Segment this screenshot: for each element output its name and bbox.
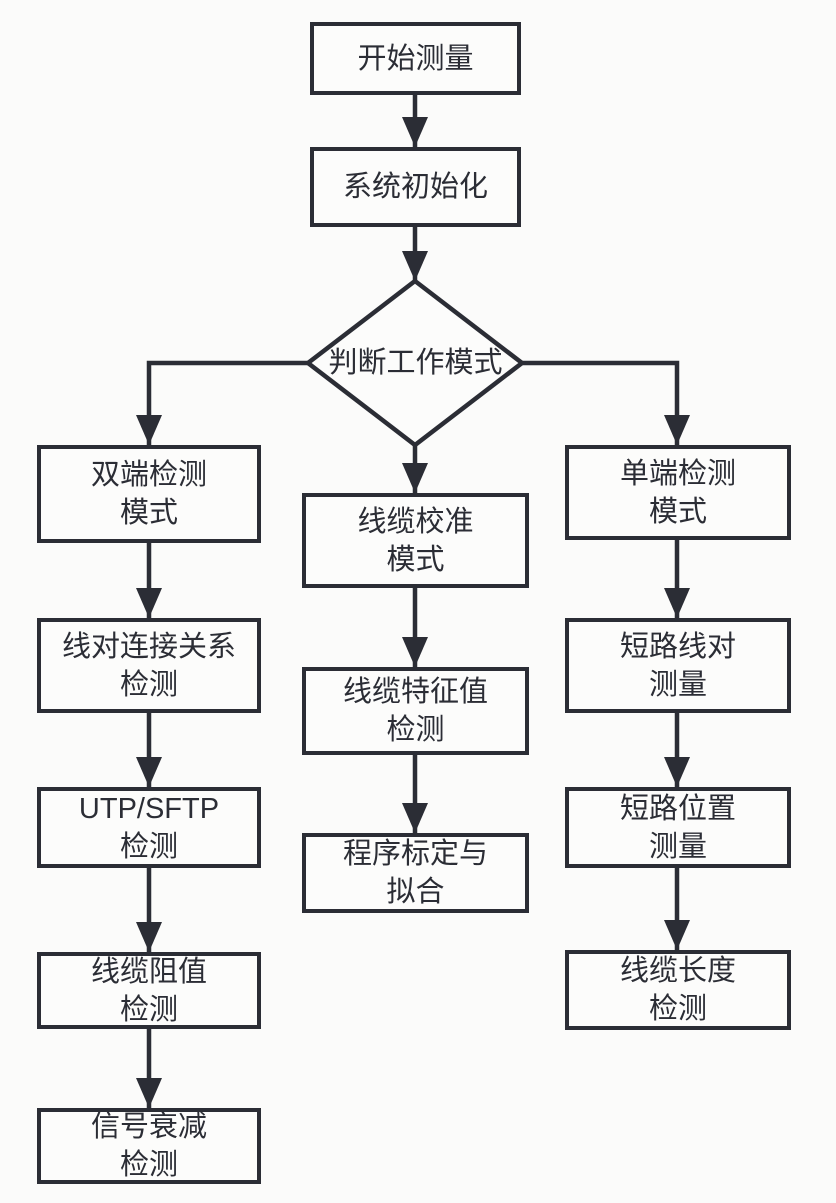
node-start: 开始测量 [310,22,521,95]
edge-decision-to-dual-end-mode [136,360,308,445]
node-label: 程序标定与 拟合 [342,838,488,908]
node-short-position: 短路位置 测量 [565,787,791,868]
edge-decision-to-single-end-mode [522,360,690,445]
node-label: 线缆特征值 检测 [342,676,488,746]
node-decision-label: 判断工作模式 [302,330,529,396]
decision-diamond [304,278,526,448]
node-label: 双端检测 模式 [90,459,207,529]
node-label: 线缆阻值 检测 [90,955,207,1026]
node-label: 线缆校准 模式 [357,505,474,576]
node-cable-resistance: 线缆阻值 检测 [37,952,261,1029]
node-label: 线缆长度 检测 [619,955,736,1025]
node-label: UTP/SFTP 检测 [78,792,220,863]
node-signal-attenuation: 信号衰减 检测 [37,1108,261,1184]
node-label: 判断工作模式 [328,347,503,379]
node-cable-characteristic: 线缆特征值 检测 [302,667,529,755]
node-single-end-mode: 单端检测 模式 [565,445,791,540]
node-label: 短路位置 测量 [619,792,736,863]
node-label: 系统初始化 [342,171,488,203]
node-cable-length: 线缆长度 检测 [565,950,791,1030]
node-program-calibration: 程序标定与 拟合 [302,833,529,913]
node-system-init: 系统初始化 [310,147,521,227]
node-label: 短路线对 测量 [619,630,736,701]
node-calibration-mode: 线缆校准 模式 [302,493,529,588]
node-pair-connection: 线对连接关系 检测 [37,618,261,713]
node-label: 开始测量 [357,42,474,75]
node-short-pair: 短路线对 测量 [565,618,791,713]
node-label: 信号衰减 检测 [90,1111,207,1181]
node-label: 线对连接关系 检测 [61,630,236,701]
node-utp-sftp: UTP/SFTP 检测 [37,787,261,868]
node-dual-end-mode: 双端检测 模式 [37,445,261,543]
node-label: 单端检测 模式 [619,457,736,528]
